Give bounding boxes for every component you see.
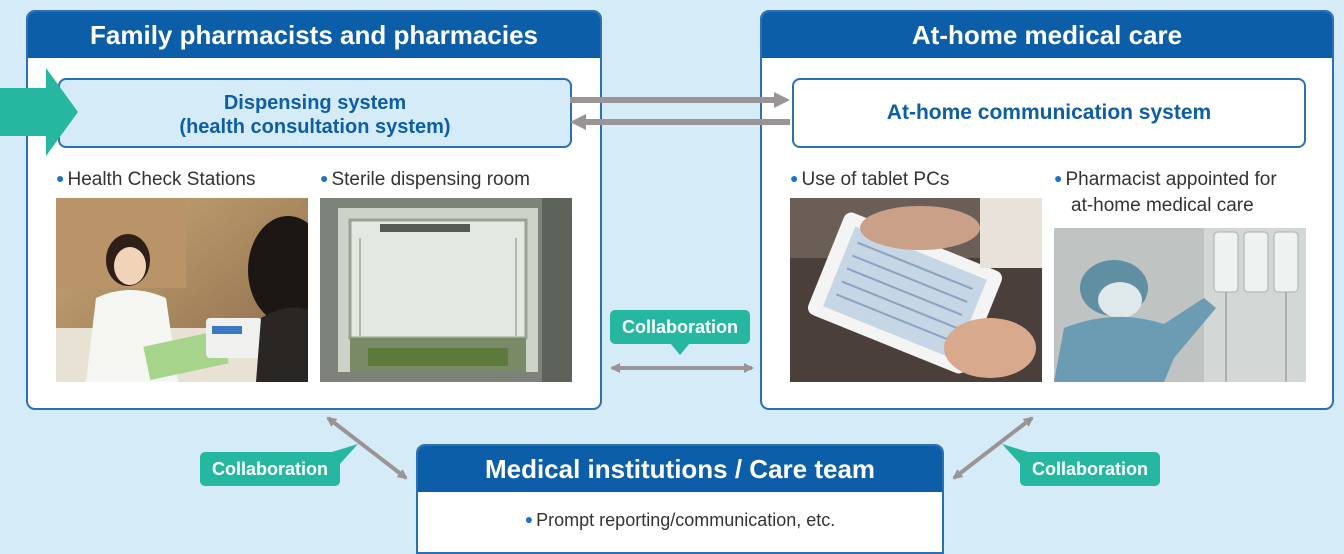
bullet-tablet-pcs: ●Use of tablet PCs: [790, 169, 950, 190]
pharmacist-care-photo: [1054, 228, 1306, 382]
bullet-pharmacist-appointed: ●Pharmacist appointed for at-home medica…: [1054, 169, 1277, 216]
collaboration-tag-top: Collaboration: [610, 310, 750, 355]
athome-panel: At-home medical care At-home communicati…: [760, 10, 1334, 410]
bullet-sterile-room: ●Sterile dispensing room: [320, 169, 531, 190]
dispensing-system-line1: Dispensing system: [223, 92, 407, 114]
pharmacy-panel: Family pharmacists and pharmacies Dispen…: [26, 10, 602, 410]
tablet-photo: [790, 198, 1042, 382]
bullet-dot-icon: ●: [524, 511, 534, 527]
bullet-health-check: ●Health Check Stations: [56, 169, 256, 190]
bullet-prompt-reporting: ●Prompt reporting/communication, etc.: [524, 510, 836, 530]
athome-system-label: At-home communication system: [886, 101, 1212, 124]
dispensing-system-line2: (health consultation system): [179, 116, 451, 138]
bullet-dot-icon: ●: [1054, 170, 1063, 186]
collaboration-tag-left: Collaboration: [200, 444, 358, 486]
athome-system-box: At-home communication system: [792, 78, 1306, 148]
collaboration-tag-right: Collaboration: [1002, 444, 1160, 486]
collab-arrow-right: [952, 416, 1034, 480]
bullet-dot-icon: ●: [790, 170, 799, 186]
tag-pointer-icon: [332, 444, 358, 466]
medical-panel: Medical institutions / Care team ●Prompt…: [416, 444, 944, 554]
medical-panel-title: Medical institutions / Care team: [418, 446, 942, 492]
tag-pointer-icon: [1002, 444, 1028, 466]
athome-panel-title: At-home medical care: [762, 12, 1332, 58]
sterile-room-photo: [320, 198, 572, 382]
collab-arrow-left: [326, 416, 408, 480]
bullet-dot-icon: ●: [320, 170, 329, 186]
dispensing-system-box: Dispensing system (health consultation s…: [58, 78, 572, 148]
bullet-dot-icon: ●: [56, 170, 65, 186]
health-check-photo: [56, 198, 308, 382]
pharmacy-panel-title: Family pharmacists and pharmacies: [28, 12, 600, 58]
tag-pointer-icon: [670, 343, 690, 355]
